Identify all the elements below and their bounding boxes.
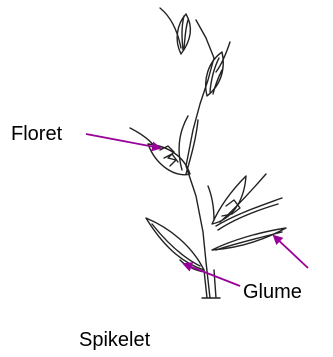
caption-label: Spikelet: [79, 330, 150, 350]
floret-second: [206, 42, 230, 96]
glume-left-shape: [146, 218, 204, 272]
floret-label: Floret: [11, 124, 62, 144]
glume-arrow-left: [184, 264, 240, 286]
glume-right-shape: [212, 228, 286, 250]
floret-middle: [130, 116, 198, 175]
floret-lower-right: [208, 174, 282, 230]
floret-top: [160, 8, 190, 54]
glume-label: Glume: [243, 282, 302, 302]
glume-arrow-right: [274, 236, 308, 268]
